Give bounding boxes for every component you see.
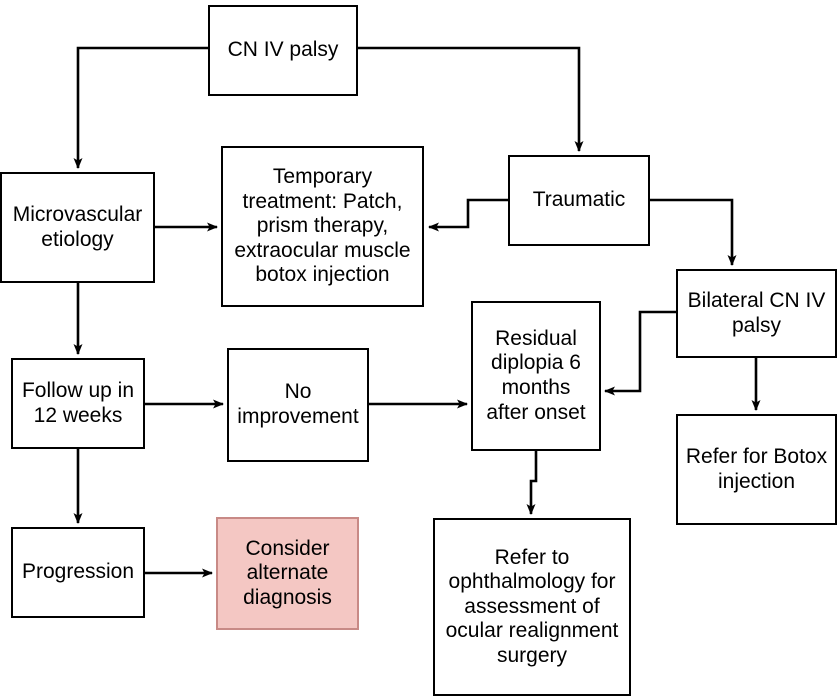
node-refer-for-botox[interactable]: Refer for Botox injection — [676, 414, 837, 525]
node-refer-to-ophthalmology[interactable]: Refer to ophthalmology for assessment of… — [433, 518, 631, 696]
node-label: Refer to ophthalmology for assessment of… — [445, 545, 619, 667]
edges — [73, 46, 761, 578]
node-temporary-treatment[interactable]: Temporary treatment: Patch, prism therap… — [221, 146, 424, 307]
node-label: Follow up in 12 weeks — [21, 378, 135, 427]
edge-cn4-to-microvascular — [73, 46, 208, 169]
node-label: CN IV palsy — [227, 38, 339, 62]
node-label: Temporary treatment: Patch, prism therap… — [234, 165, 411, 287]
edge-traumatic-to-bilateral — [650, 198, 737, 266]
node-label: Traumatic — [532, 188, 626, 212]
node-traumatic[interactable]: Traumatic — [508, 155, 650, 246]
edge-traumatic-to-temporary — [428, 198, 508, 232]
node-label: Progression — [21, 560, 135, 584]
node-progression[interactable]: Progression — [11, 527, 145, 618]
node-microvascular-etiology[interactable]: Microvascular etiology — [0, 172, 155, 283]
node-bilateral-cn4-palsy[interactable]: Bilateral CN IV palsy — [676, 269, 837, 358]
node-label: Refer for Botox injection — [685, 444, 828, 493]
edge-cn4-to-traumatic — [358, 46, 584, 152]
node-no-improvement[interactable]: No improvement — [227, 348, 369, 462]
edge-residual-to-refer-ophthalmology — [526, 451, 538, 515]
node-label: Bilateral CN IV palsy — [687, 288, 826, 337]
node-consider-alternate-diagnosis[interactable]: Consider alternate diagnosis — [216, 517, 359, 630]
node-label: Microvascular etiology — [12, 202, 143, 251]
node-cn4-palsy[interactable]: CN IV palsy — [208, 5, 358, 96]
node-follow-up-12-weeks[interactable]: Follow up in 12 weeks — [11, 358, 145, 449]
edge-bilateral-to-residual — [604, 310, 676, 396]
node-residual-diplopia[interactable]: Residual diplopia 6 months after onset — [471, 301, 601, 451]
node-label: Consider alternate diagnosis — [243, 536, 332, 609]
node-label: Residual diplopia 6 months after onset — [486, 326, 586, 424]
node-label: No improvement — [237, 380, 359, 428]
